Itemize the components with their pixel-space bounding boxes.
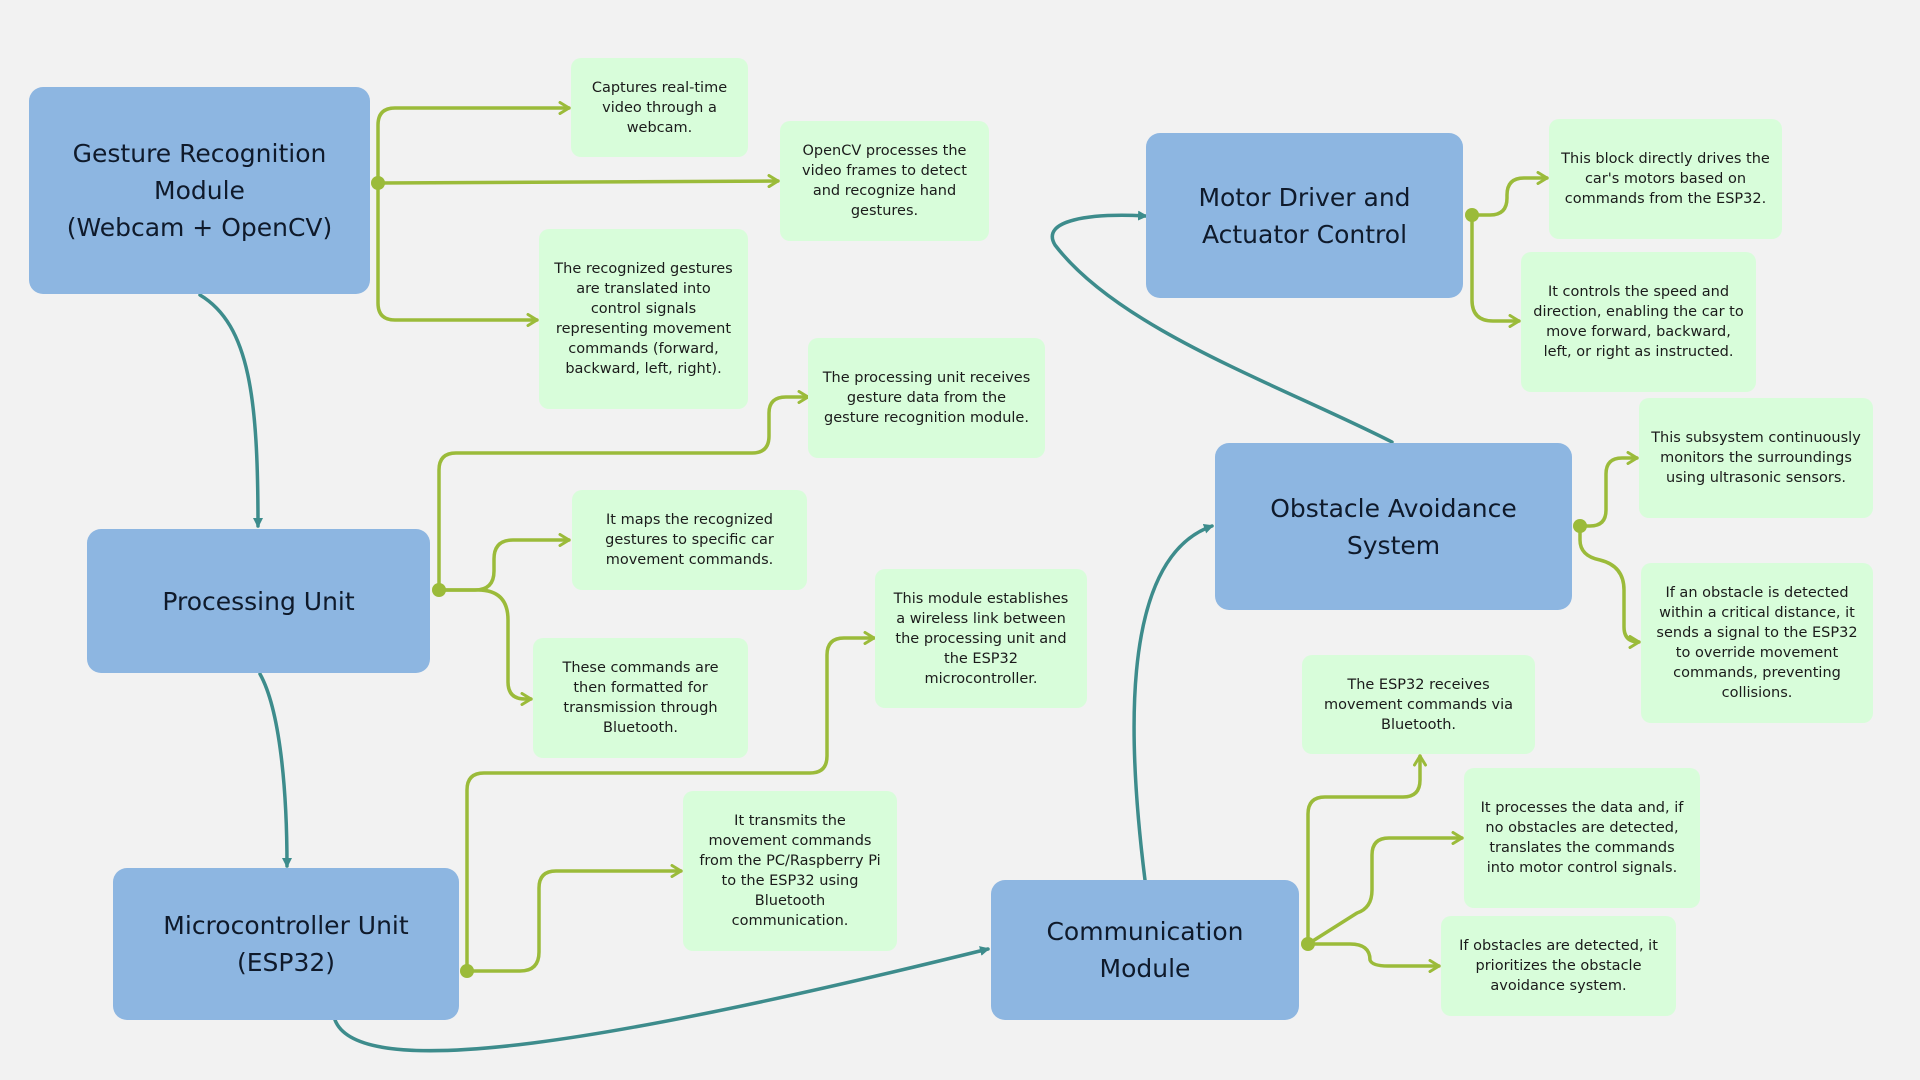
note-processing-format: These commands are then formatted for tr… [533,638,748,758]
branch-arrow-obstacle-2 [1578,524,1641,649]
note-gesture-translate: The recognized gestures are translated i… [539,229,748,409]
module-motor-driver: Motor Driver and Actuator Control [1146,133,1463,298]
note-processing-receive: The processing unit receives gesture dat… [808,338,1045,458]
branch-arrow-gesture-3 [376,181,539,327]
branch-dot-obstacle [1573,519,1587,533]
note-micro-wireless: This module establishes a wireless link … [875,569,1087,708]
note-comm-process: It processes the data and, if no obstacl… [1464,768,1700,908]
branch-arrow-gesture-1 [376,101,571,185]
note-obstacle-monitor: This subsystem continuously monitors the… [1639,398,1873,518]
branch-dot-micro [460,964,474,978]
flow-arrow-obstacle-to-motor [1050,210,1394,444]
module-obstacle-avoidance: Obstacle Avoidance System [1215,443,1572,610]
branch-arrow-processing-3 [437,588,533,706]
branch-arrow-comm-2 [1306,831,1464,946]
note-gesture-opencv: OpenCV processes the video frames to det… [780,121,989,241]
note-comm-receive: The ESP32 receives movement commands via… [1302,655,1535,754]
branch-dot-processing [432,583,446,597]
branch-arrow-processing-1 [437,390,810,592]
branch-arrow-comm-3 [1306,942,1441,973]
branch-arrow-micro-2 [465,864,683,973]
branch-dot-motor [1465,208,1479,222]
note-obstacle-override: If an obstacle is detected within a crit… [1641,563,1873,723]
flow-arrow-communication-to-obstacle [1132,523,1214,882]
module-gesture-recognition: Gesture Recognition Module (Webcam + Ope… [29,87,370,294]
note-motor-speed: It controls the speed and direction, ena… [1521,252,1756,392]
note-processing-map: It maps the recognized gestures to speci… [572,490,807,590]
note-comm-prioritize: If obstacles are detected, it prioritize… [1441,916,1676,1016]
branch-arrow-micro-1 [465,631,876,973]
flow-arrow-microcontroller-to-communication [333,946,990,1053]
module-processing-unit: Processing Unit [87,529,430,673]
branch-arrow-comm-1 [1306,754,1427,946]
branch-arrow-motor-1 [1470,171,1549,217]
branch-arrow-processing-2 [437,533,571,592]
note-motor-drive: This block directly drives the car's mot… [1549,119,1782,239]
branch-arrow-obstacle-1 [1578,451,1639,528]
branch-arrow-motor-2 [1470,213,1521,328]
branch-dot-gesture [371,176,385,190]
flow-arrow-processing-to-microcontroller [258,672,292,868]
note-gesture-capture: Captures real-time video through a webca… [571,58,748,157]
branch-dot-comm [1301,937,1315,951]
flow-arrow-gesture-to-processing [198,293,263,528]
module-microcontroller-unit: Microcontroller Unit (ESP32) [113,868,459,1020]
note-micro-transmit: It transmits the movement commands from … [683,791,897,951]
branch-arrow-gesture-2 [376,174,780,189]
module-communication: Communication Module [991,880,1299,1020]
